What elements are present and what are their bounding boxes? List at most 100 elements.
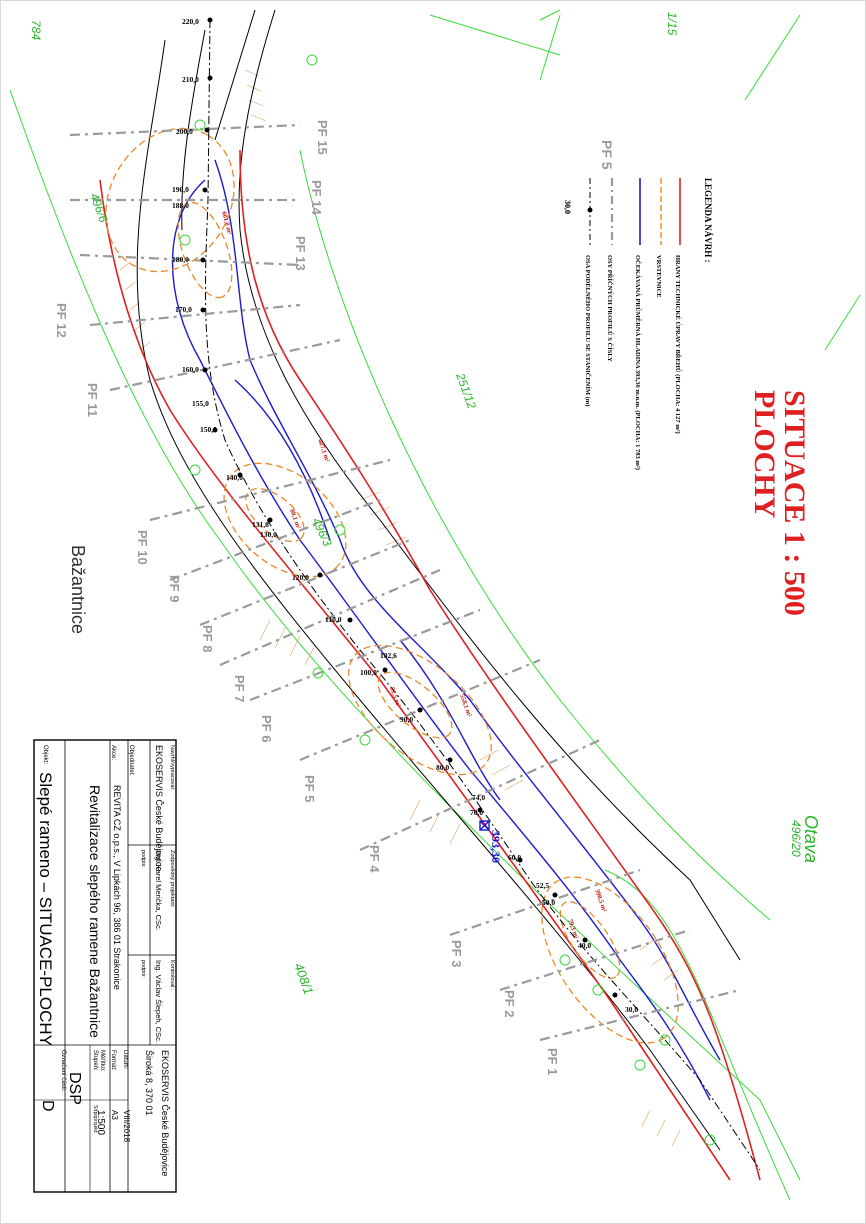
profile-label: PF 11 bbox=[85, 383, 100, 417]
chainage-label: 74,0 bbox=[472, 793, 485, 802]
chainage-label: 30,0 bbox=[625, 1005, 638, 1014]
titleblock-author-label: Navrhl/vypracoval: bbox=[169, 745, 175, 791]
chainage-label: 70,0 bbox=[470, 808, 483, 817]
embankment-hatching bbox=[119, 69, 681, 1147]
titleblock-company-line2: Široká 8, 370 01 bbox=[144, 1050, 154, 1116]
chainage-label: 170,0 bbox=[175, 305, 192, 314]
profile-label: PF 10 bbox=[135, 530, 150, 565]
chainage-label: 130,0 bbox=[260, 530, 277, 539]
parcel-408-1: 408/1 bbox=[291, 961, 316, 997]
area-labels: 390,5 m² 79,3 m² 558,1 m² 81,5 m² 407,1 … bbox=[220, 211, 608, 940]
titleblock-date-label: Datum: bbox=[122, 1050, 128, 1070]
drawing-title: SITUACE 1 : 500 bbox=[778, 390, 811, 616]
area-label: 390,5 m² bbox=[593, 888, 608, 913]
legend-sample-profile-label: PF 5 bbox=[599, 140, 615, 170]
titleblock-author-value: EKOSERVIS České Budějovice bbox=[154, 745, 164, 871]
title-block: Objekt: Slepé rameno – SITUACE-PLOCHY Ak… bbox=[33, 739, 177, 1193]
drawing-subtitle: PLOCHY bbox=[748, 390, 781, 519]
titleblock-action-value: Revitalizace slepého ramene Bažantnice bbox=[87, 785, 103, 1038]
longitudinal-axis bbox=[204, 19, 761, 1171]
area-label: 80,1 m² bbox=[288, 508, 302, 530]
chainage-label: 60,0 bbox=[508, 853, 521, 862]
profile-labels: PF 1 PF 2 PF 3 PF 4 PF 5 PF 6 PF 7 PF 8 … bbox=[54, 120, 560, 1075]
chainage-label: 160,0 bbox=[182, 365, 199, 374]
titleblock-scale-label: Měřítko: bbox=[99, 1050, 105, 1072]
titleblock-format-label: Formát: bbox=[110, 1050, 116, 1071]
profile-label: PF 1 bbox=[545, 1048, 560, 1075]
area-label: 81,5 m² bbox=[388, 686, 402, 708]
profile-label: PF 12 bbox=[54, 303, 69, 338]
river-name: Otava bbox=[801, 815, 821, 863]
water-level-outline bbox=[171, 159, 721, 1101]
titleblock-designer-sign: podpis: bbox=[140, 850, 146, 868]
legend-item-cross-profiles: OSY PŘÍČNÝCH PROFILŮ S ČÍSLY bbox=[606, 255, 614, 362]
area-label: 601,0 m² bbox=[220, 211, 233, 236]
titleblock-check-label: Kontroloval : bbox=[169, 960, 175, 991]
chainage-label: 80,0 bbox=[436, 763, 449, 772]
titleblock-stage-label: Stupeň: bbox=[92, 1050, 98, 1071]
parcel-1-15: 1/15 bbox=[665, 12, 679, 36]
profile-label: PF 3 bbox=[449, 940, 464, 967]
titleblock-designer-label: Zodpovědný projektant: bbox=[169, 850, 175, 908]
titleblock-scale-value: 1:500 bbox=[95, 1110, 106, 1135]
contour-lines bbox=[105, 127, 679, 1044]
profile-label: PF 6 bbox=[259, 715, 274, 742]
parcel-boundaries bbox=[9, 9, 861, 1201]
chainage-label: 200,0 bbox=[176, 127, 193, 136]
profile-label: PF 14 bbox=[309, 180, 324, 215]
locality-name: Bažantnice bbox=[68, 545, 88, 634]
profile-label: PF 15 bbox=[315, 120, 330, 155]
titleblock-client-label: Objednatel: bbox=[128, 745, 134, 776]
profile-label: PF 7 bbox=[232, 675, 247, 702]
titleblock-date-value: VIII/2018 bbox=[122, 1110, 131, 1143]
chainage-labels: 30,0 40,0 50,0 52,5 60,0 70,0 74,0 80,0 … bbox=[172, 17, 638, 1014]
bank-edge-lines bbox=[99, 149, 761, 1181]
titleblock-designer-value: Ing. Karel Merička, CSc. bbox=[154, 850, 163, 931]
titleblock-client-value: REVITA CZ o.p.s., V Lipkách 96, 386 01 S… bbox=[112, 785, 122, 990]
chainage-label: 52,5 bbox=[536, 881, 549, 890]
profile-label: PF 9 bbox=[167, 575, 182, 602]
profile-label: PF 2 bbox=[502, 990, 517, 1017]
titleblock-count-label: Síťpoprojekt: bbox=[92, 1105, 98, 1134]
parcel-784: 784 bbox=[29, 20, 43, 40]
legend-item-longitudinal-axis: OSA PODÉLNÉHO PROFILU SE STANIČENÍM (m) bbox=[584, 255, 592, 406]
titleblock-check-value: Ing. Václav Šlepeh, CSc. bbox=[154, 960, 163, 1043]
chainage-label: 220,0 bbox=[182, 17, 199, 26]
titleblock-check-sign: podpis: bbox=[140, 960, 146, 978]
legend-item-water-level: OČEKÁVANÁ PRŮMĚRNÁ HLADINA 393,30 m.n.m.… bbox=[634, 255, 642, 470]
chainage-label: 150,0 bbox=[200, 425, 217, 434]
chainage-label: 102,6 bbox=[380, 651, 397, 660]
titleblock-action-label: Akce: bbox=[110, 745, 116, 760]
chainage-label: 110,0 bbox=[325, 615, 342, 624]
legend-item-bank-edges: HRANY TECHNICKÉ ÚPRAVY BŘEHŮ (PLOCHA: 4 … bbox=[674, 255, 682, 434]
chainage-label: 100,0 bbox=[360, 668, 377, 677]
parcel-496-20: 496/20 bbox=[789, 820, 803, 857]
chainage-label: 155,0 bbox=[192, 399, 209, 408]
parcel-251-12: 251/12 bbox=[453, 370, 479, 411]
chainage-points bbox=[200, 17, 618, 998]
titleblock-sheet-label: Označení části: bbox=[60, 1050, 66, 1092]
chainage-label: 50,0 bbox=[542, 898, 555, 907]
chainage-label: 188,0 bbox=[172, 201, 189, 210]
chainage-label: 190,0 bbox=[172, 185, 189, 194]
profile-label: PF 13 bbox=[293, 236, 308, 271]
chainage-label: 120,0 bbox=[292, 573, 309, 582]
titleblock-format-value: A3 bbox=[110, 1110, 119, 1120]
titleblock-object-label: Objekt: bbox=[42, 745, 48, 764]
chainage-label: 90,0 bbox=[400, 715, 413, 724]
chainage-label: 210,0 bbox=[182, 75, 199, 84]
legend: LEGENDA NÁVRH : HRANY TECHNICKÉ ÚPRAVY B… bbox=[563, 140, 713, 470]
profile-label: PF 5 bbox=[302, 775, 317, 802]
titleblock-stage-value: DSP bbox=[66, 1072, 83, 1105]
tree-symbols bbox=[179, 54, 716, 1146]
legend-item-contours: VRSTEVNICE bbox=[655, 255, 662, 298]
legend-heading: LEGENDA NÁVRH : bbox=[703, 178, 713, 263]
chainage-label: 140,0 bbox=[226, 473, 243, 482]
chainage-label: 40,0 bbox=[578, 941, 591, 950]
titleblock-company-line1: EKOSERVIS České Budějovice bbox=[160, 1050, 170, 1176]
titleblock-object-value: Slepé rameno – SITUACE-PLOCHY bbox=[36, 772, 55, 1046]
chainage-label: 131,8 bbox=[252, 520, 269, 529]
chainage-label: 180,0 bbox=[172, 255, 189, 264]
water-level-marker bbox=[479, 820, 490, 831]
